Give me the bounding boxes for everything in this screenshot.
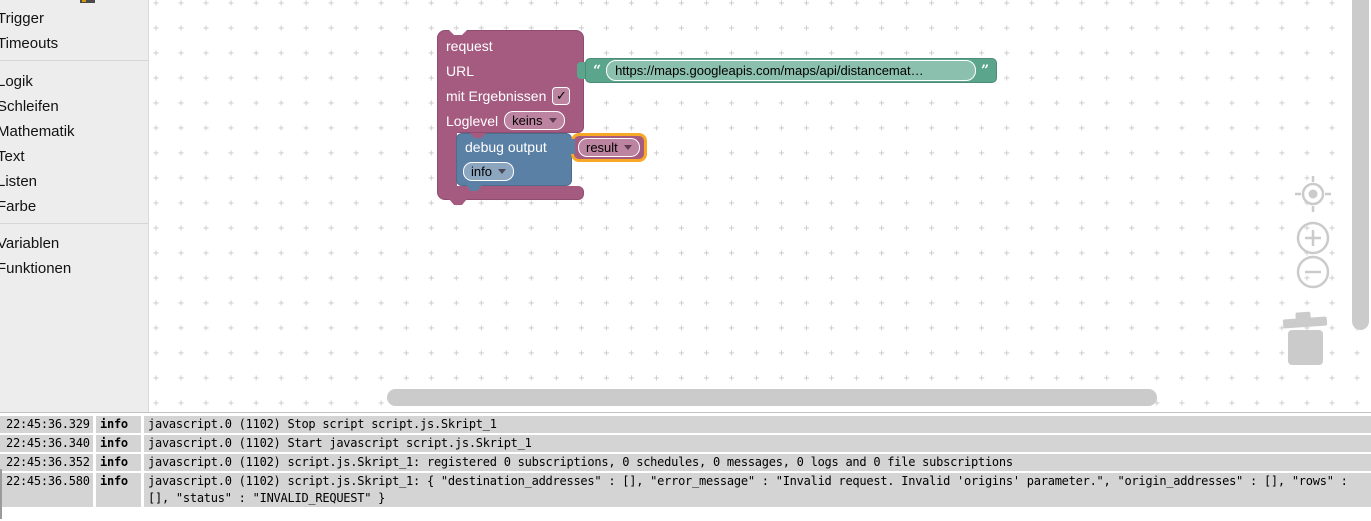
- results-checkbox[interactable]: ✓: [552, 86, 571, 105]
- open-quote-icon: “: [593, 62, 602, 79]
- debug-level-value: info: [471, 164, 492, 179]
- log-message: javascript.0 (1102) Stop script script.j…: [144, 416, 1371, 433]
- request-block-top-notch: [449, 30, 467, 35]
- chevron-down-icon: [497, 169, 506, 174]
- zoom-in-button[interactable]: [1296, 221, 1330, 255]
- close-quote-icon: ”: [980, 62, 989, 79]
- zoom-reset-button[interactable]: [1295, 176, 1331, 212]
- debug-output-block[interactable]: debug output info: [456, 133, 572, 186]
- trash-icon[interactable]: [1281, 310, 1331, 368]
- request-loglevel-label: Loglevel: [446, 112, 499, 129]
- request-url-label: URL: [446, 62, 475, 79]
- clipped-badge: [82, 0, 86, 2]
- log-severity: info: [96, 435, 141, 452]
- sidebar-item-text[interactable]: Text: [0, 148, 25, 165]
- request-block[interactable]: request URL mit Ergebnissen ✓ Loglevel k…: [437, 30, 584, 133]
- url-text-block[interactable]: “ https://maps.googleapis.com/maps/api/d…: [585, 58, 997, 83]
- request-block-spine: [437, 132, 457, 187]
- vertical-scrollbar[interactable]: [1352, 0, 1369, 330]
- horizontal-scrollbar[interactable]: [387, 389, 1157, 406]
- debug-level-dropdown[interactable]: info: [463, 162, 514, 181]
- loglevel-dropdown[interactable]: keins: [504, 111, 565, 130]
- clipped-toolbox-item: [80, 0, 95, 3]
- sidebar-item-logik[interactable]: Logik: [0, 73, 33, 90]
- request-results-label: mit Ergebnissen: [446, 87, 547, 104]
- toolbox-sidebar: Trigger Timeouts Logik Schleifen Mathema…: [0, 0, 149, 412]
- debug-block-bottom-tab: [466, 185, 482, 191]
- sidebar-item-timeouts[interactable]: Timeouts: [0, 35, 59, 52]
- log-timestamp: 22:45:36.580: [0, 473, 93, 507]
- variable-name: result: [586, 140, 618, 155]
- debug-output-label: debug output: [465, 139, 547, 155]
- chevron-down-icon: [548, 118, 557, 123]
- log-severity: info: [96, 473, 141, 507]
- log-scrollbar[interactable]: [0, 469, 2, 519]
- sidebar-item-variablen[interactable]: Variablen: [0, 235, 60, 252]
- log-row: 22:45:36.580 info javascript.0 (1102) sc…: [0, 473, 1371, 507]
- loglevel-value: keins: [512, 113, 543, 128]
- request-block-bottom: [437, 186, 584, 200]
- debug-block-top-notch: [470, 133, 486, 138]
- url-block-connector: [577, 62, 587, 79]
- sidebar-item-listen[interactable]: Listen: [0, 173, 38, 190]
- url-input[interactable]: https://maps.googleapis.com/maps/api/dis…: [606, 60, 976, 81]
- log-severity: info: [96, 454, 141, 471]
- blockly-workspace: Trigger Timeouts Logik Schleifen Mathema…: [0, 0, 1371, 412]
- sidebar-item-mathematik[interactable]: Mathematik: [0, 123, 75, 140]
- request-block-bottom-tab: [449, 199, 467, 205]
- log-message: javascript.0 (1102) Start javascript scr…: [144, 435, 1371, 452]
- sidebar-item-trigger[interactable]: Trigger: [0, 10, 44, 27]
- log-timestamp: 22:45:36.340: [0, 435, 93, 452]
- log-panel: 22:45:36.329 info javascript.0 (1102) St…: [0, 412, 1371, 521]
- log-row: 22:45:36.329 info javascript.0 (1102) St…: [0, 416, 1371, 433]
- log-timestamp: 22:45:36.329: [0, 416, 93, 433]
- chevron-down-icon: [623, 145, 632, 150]
- sidebar-item-farbe[interactable]: Farbe: [0, 198, 37, 215]
- request-block-title: request: [446, 37, 493, 54]
- variable-dropdown[interactable]: result: [578, 138, 640, 157]
- sidebar-item-funktionen[interactable]: Funktionen: [0, 260, 72, 277]
- toolbox-group-vars: Variablen Funktionen: [0, 223, 148, 281]
- log-message: javascript.0 (1102) script.js.Skript_1: …: [144, 454, 1371, 471]
- log-timestamp: 22:45:36.352: [0, 454, 93, 471]
- log-message: javascript.0 (1102) script.js.Skript_1: …: [144, 473, 1371, 507]
- sidebar-item-schleifen[interactable]: Schleifen: [0, 98, 59, 115]
- debug-input-socket: [564, 139, 575, 154]
- blockly-canvas[interactable]: ++++++++++++++++++++++++++++++++++++++++…: [148, 0, 1371, 412]
- log-row: 22:45:36.352 info javascript.0 (1102) sc…: [0, 454, 1371, 471]
- result-variable-block[interactable]: result: [571, 133, 647, 162]
- log-row: 22:45:36.340 info javascript.0 (1102) St…: [0, 435, 1371, 452]
- log-severity: info: [96, 416, 141, 433]
- zoom-out-button[interactable]: [1296, 255, 1330, 289]
- toolbox-group-trigger: Trigger Timeouts: [0, 0, 148, 56]
- toolbox-group-core: Logik Schleifen Mathematik Text Listen F…: [0, 60, 148, 219]
- zoom-controls: [1295, 176, 1331, 289]
